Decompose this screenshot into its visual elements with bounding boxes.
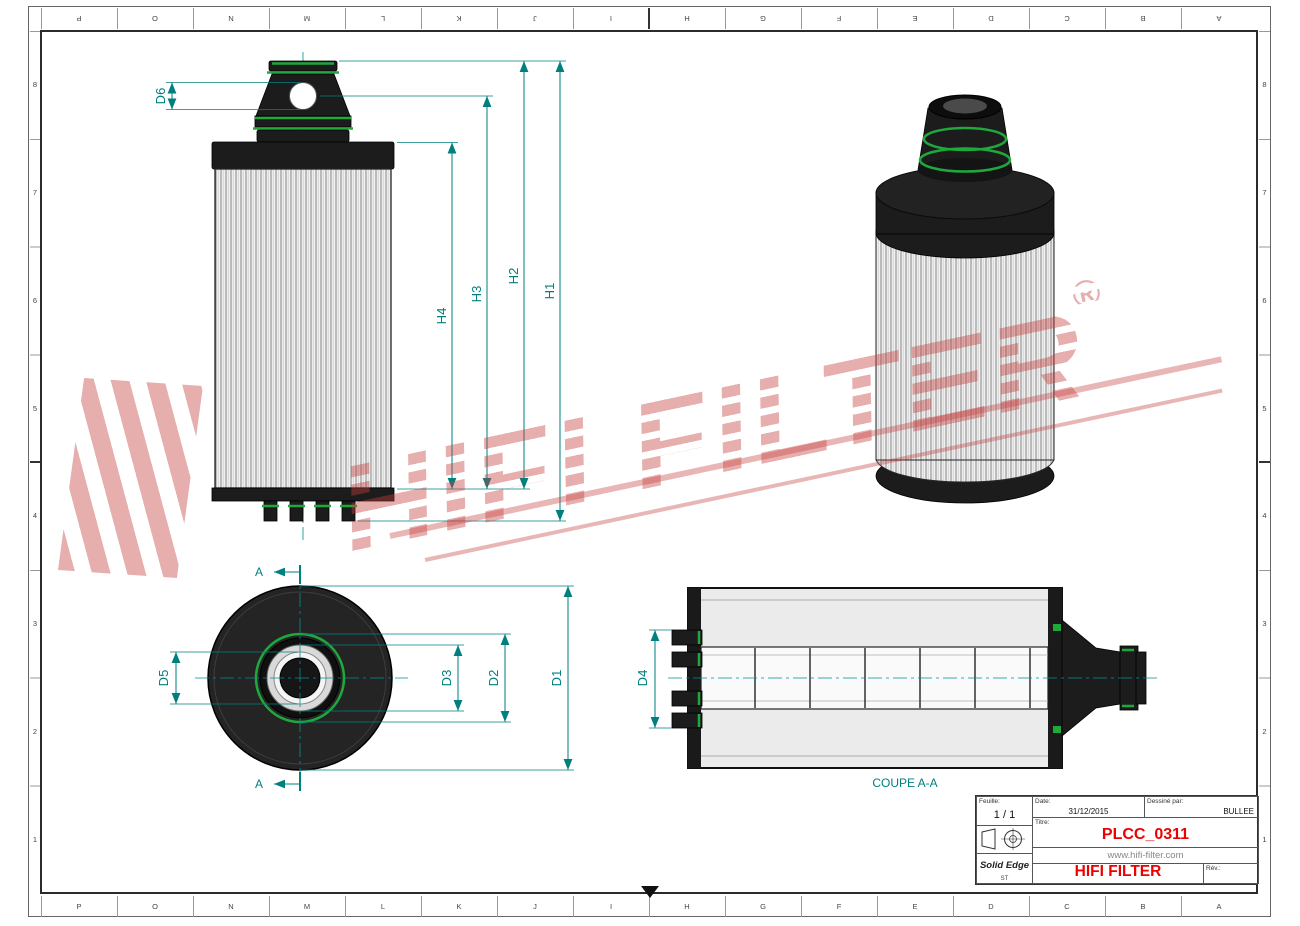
frame-grid-label: M — [303, 902, 311, 911]
frame-grid-label: B — [1140, 902, 1146, 911]
revision-cell: Rév.: — [1203, 863, 1259, 884]
left-connectors — [671, 629, 703, 729]
drawn-by-label: Dessiné par: — [1147, 798, 1184, 805]
frame-grid-label: 8 — [32, 80, 38, 90]
section-label-a-top: A — [255, 565, 263, 579]
sheet-cell: Feuille: 1 / 1 — [976, 796, 1033, 826]
dim-label-d1: D1 — [549, 670, 564, 687]
title-label: Titre: — [1035, 819, 1050, 826]
frame-grid-label: I — [609, 902, 613, 911]
drawn-by-value: BULLEE — [1223, 807, 1254, 816]
frame-grid-label: N — [228, 902, 234, 911]
frame-grid-label: G — [760, 902, 766, 911]
front-dimensions: D6 H4 H3 H2 H1 — [153, 60, 566, 522]
dim-label-d2: D2 — [486, 670, 501, 687]
dim-label-d5: D5 — [156, 670, 171, 687]
section-label-a-bottom: A — [255, 777, 263, 791]
front-feet — [262, 500, 357, 522]
frame-grid-label: F — [836, 902, 842, 911]
center-mark-top — [648, 8, 650, 29]
drawn-by-cell: Dessiné par: BULLEE — [1144, 796, 1259, 818]
dim-label-h2: H2 — [506, 268, 521, 285]
iso-port — [917, 94, 1013, 182]
date-cell: Date: 31/12/2015 — [1032, 796, 1145, 818]
bottom-view-dimensions: D5 D3 D2 D1 — [156, 585, 574, 771]
brand-name: HIFI FILTER — [1074, 863, 1162, 880]
iso-view — [875, 94, 1055, 504]
title-block: Feuille: 1 / 1 Solid Edge ST Date: 31/12… — [975, 795, 1259, 885]
center-mark-right — [1259, 461, 1270, 463]
frame-grid-label: 6 — [32, 295, 38, 305]
website-cell: www.hifi-filter.com — [1032, 847, 1259, 864]
frame-grid-label: J — [533, 902, 537, 911]
dim-label-h4: H4 — [434, 308, 449, 325]
frame-grid-label: 3 — [1262, 619, 1267, 629]
frame-grid-label: L — [380, 902, 386, 911]
frame-grid-label: 4 — [32, 511, 38, 521]
section-view: COUPE A-A — [668, 587, 1160, 790]
frame-grid-label: 7 — [1262, 188, 1267, 198]
dim-label-d6: D6 — [153, 88, 168, 105]
frame-grid-label: 1 — [1262, 834, 1267, 844]
frame-grid-label: A — [1216, 902, 1222, 911]
dim-label-h1: H1 — [542, 283, 557, 300]
bottom-view: A A — [195, 565, 408, 791]
frame-grid-label: 1 — [32, 834, 38, 844]
frame-grid-label: 2 — [1262, 726, 1267, 736]
drawing-number: PLCC_0311 — [1101, 826, 1190, 843]
cad-software-name: Solid Edge — [979, 860, 1030, 871]
frame-grid-label: E — [912, 902, 918, 911]
dim-label-d4: D4 — [635, 670, 650, 687]
dim-label-d3: D3 — [439, 670, 454, 687]
first-angle-projection-icon — [981, 828, 1025, 850]
date-value: 31/12/2015 — [1068, 807, 1109, 816]
frame-grid-label: 6 — [1262, 295, 1267, 305]
section-dimensions: D4 — [635, 629, 672, 729]
frame-grid-label: K — [456, 902, 462, 911]
frame-grid-label: D — [988, 902, 994, 911]
frame-grid-label: 5 — [32, 403, 38, 413]
projection-symbol-cell — [976, 825, 1033, 854]
front-view — [211, 52, 395, 540]
center-mark-left — [30, 461, 40, 463]
brand-cell: HIFI FILTER — [1032, 863, 1204, 884]
sheet-label: Feuille: — [979, 798, 1000, 805]
frame-grid-label: 3 — [32, 619, 38, 629]
drawing-title-cell: Titre: PLCC_0311 — [1032, 817, 1259, 848]
frame-grid-label: 8 — [1262, 80, 1267, 90]
cad-software-edition: ST — [1000, 876, 1009, 882]
section-title: COUPE A-A — [872, 776, 937, 790]
sheet-value: 1 / 1 — [993, 809, 1016, 821]
website-url: www.hifi-filter.com — [1107, 850, 1184, 861]
frame-grid-label: 5 — [1262, 403, 1267, 413]
frame-grid-label: 2 — [32, 726, 38, 736]
frame-grid-label: 7 — [32, 188, 38, 198]
frame-grid-label: P — [76, 902, 82, 911]
frame-grid-label: H — [684, 902, 690, 911]
dim-label-h3: H3 — [469, 286, 484, 303]
date-label: Date: — [1035, 798, 1051, 805]
revision-label: Rév.: — [1206, 865, 1221, 872]
frame-grid-label: 4 — [1262, 511, 1267, 521]
frame-grid-label: O — [152, 902, 158, 911]
center-mark-triangle-icon — [641, 886, 659, 898]
cad-software-cell: Solid Edge ST — [976, 853, 1033, 884]
frame-grid-label: C — [1064, 902, 1070, 911]
